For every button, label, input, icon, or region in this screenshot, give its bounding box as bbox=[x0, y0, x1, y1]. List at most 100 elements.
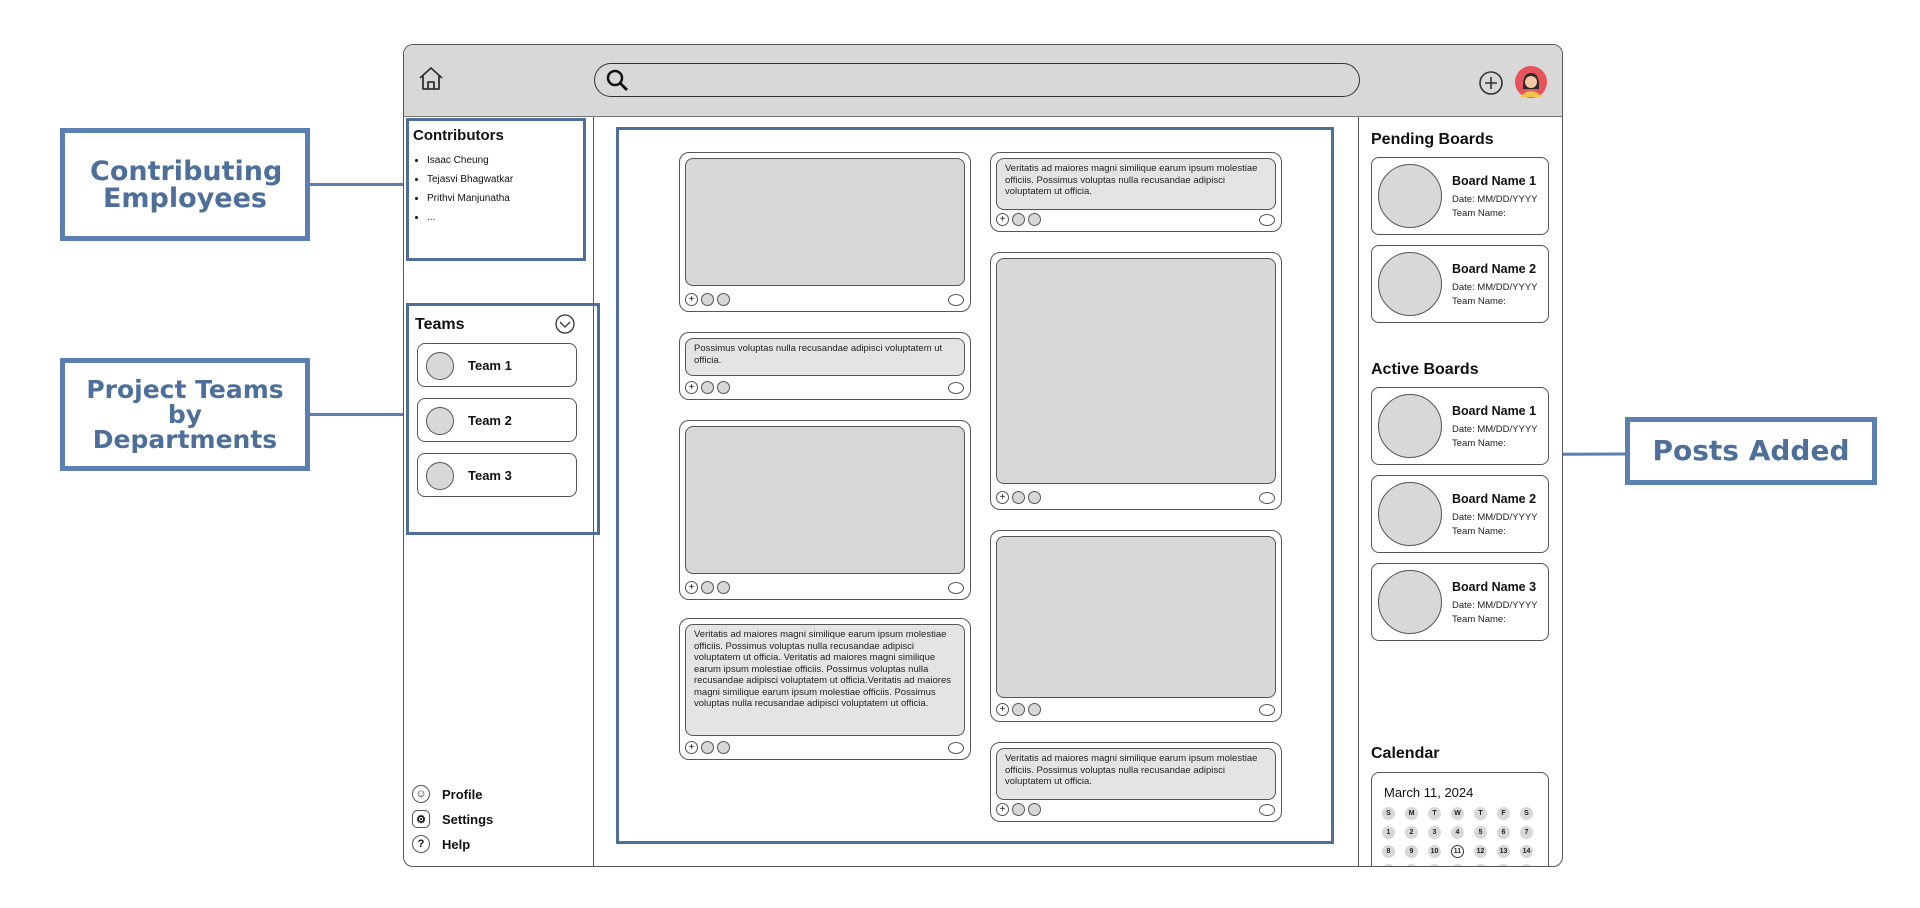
calendar-day[interactable]: 10 bbox=[1428, 845, 1441, 858]
add-icon[interactable]: + bbox=[996, 803, 1009, 816]
post-text: Veritatis ad maiores magni similique ear… bbox=[685, 624, 965, 736]
add-icon[interactable]: + bbox=[996, 703, 1009, 716]
board-name: Board Name 3 bbox=[1452, 580, 1537, 594]
contributor-item[interactable]: Tejasvi Bhagwatkar bbox=[427, 174, 513, 185]
calendar-weekday: S bbox=[1382, 807, 1395, 820]
calendar-day[interactable]: 15 bbox=[1382, 864, 1395, 866]
comment-icon[interactable] bbox=[1259, 804, 1275, 816]
reaction-icon[interactable] bbox=[1028, 803, 1041, 816]
reaction-icon[interactable] bbox=[1028, 491, 1041, 504]
help-icon: ? bbox=[412, 835, 430, 853]
app-window: Contributors Isaac Cheung Tejasvi Bhagwa… bbox=[403, 44, 1563, 867]
callout-posts-added: Posts Added bbox=[1625, 417, 1877, 485]
board-date: Date: MM/DD/YYYY bbox=[1452, 282, 1538, 293]
comment-icon[interactable] bbox=[1259, 214, 1275, 226]
add-icon[interactable]: + bbox=[685, 293, 698, 306]
board-card[interactable]: Board Name 3 Date: MM/DD/YYYY Team Name: bbox=[1371, 563, 1549, 641]
reaction-icon[interactable] bbox=[1012, 213, 1025, 226]
calendar-day[interactable]: 12 bbox=[1474, 845, 1487, 858]
calendar-day[interactable]: 5 bbox=[1474, 826, 1487, 839]
comment-icon[interactable] bbox=[948, 742, 964, 754]
contributor-item[interactable]: Prithvi Manjunatha bbox=[427, 193, 513, 204]
post-card[interactable]: Veritatis ad maiores magni similique ear… bbox=[679, 618, 971, 760]
gear-icon: ⚙ bbox=[412, 810, 430, 828]
nav-settings[interactable]: ⚙ Settings bbox=[412, 810, 493, 828]
calendar-day[interactable]: 14 bbox=[1520, 845, 1533, 858]
user-avatar[interactable] bbox=[1514, 65, 1548, 99]
calendar-day[interactable]: 1 bbox=[1382, 826, 1395, 839]
reaction-icon[interactable] bbox=[701, 381, 714, 394]
callout-contributing-label: Contributing Employees bbox=[90, 155, 283, 214]
post-card[interactable]: + bbox=[679, 152, 971, 312]
board-card[interactable]: Board Name 1 Date: MM/DD/YYYY Team Name: bbox=[1371, 157, 1549, 235]
comment-icon[interactable] bbox=[1259, 704, 1275, 716]
reaction-icon[interactable] bbox=[1028, 213, 1041, 226]
nav-help[interactable]: ? Help bbox=[412, 835, 470, 853]
team-item[interactable]: Team 2 bbox=[417, 398, 577, 442]
reaction-icon[interactable] bbox=[1012, 491, 1025, 504]
reaction-icon[interactable] bbox=[717, 741, 730, 754]
board-card[interactable]: Board Name 2 Date: MM/DD/YYYY Team Name: bbox=[1371, 245, 1549, 323]
calendar-day[interactable]: 4 bbox=[1451, 826, 1464, 839]
home-icon[interactable] bbox=[416, 63, 446, 93]
chevron-down-icon[interactable] bbox=[555, 314, 575, 334]
team-avatar bbox=[426, 352, 454, 380]
add-icon[interactable]: + bbox=[685, 741, 698, 754]
reaction-icon[interactable] bbox=[1028, 703, 1041, 716]
calendar-day[interactable]: 8 bbox=[1382, 845, 1395, 858]
add-icon[interactable]: + bbox=[685, 381, 698, 394]
reaction-icon[interactable] bbox=[701, 741, 714, 754]
post-card[interactable]: Veritatis ad maiores magni similique ear… bbox=[990, 742, 1282, 822]
reaction-icon[interactable] bbox=[717, 581, 730, 594]
reaction-icon[interactable] bbox=[1012, 703, 1025, 716]
board-name: Board Name 1 bbox=[1452, 174, 1537, 188]
calendar-day[interactable]: 7 bbox=[1520, 826, 1533, 839]
posts-area: + Possimus voluptas nulla recusandae adi… bbox=[616, 127, 1334, 844]
board-card[interactable]: Board Name 2 Date: MM/DD/YYYY Team Name: bbox=[1371, 475, 1549, 553]
post-card[interactable]: Veritatis ad maiores magni similique ear… bbox=[990, 152, 1282, 232]
reaction-icon[interactable] bbox=[701, 581, 714, 594]
calendar-day[interactable]: 3 bbox=[1428, 826, 1441, 839]
search-bar[interactable] bbox=[594, 63, 1360, 97]
post-card[interactable]: + bbox=[990, 530, 1282, 722]
calendar-day[interactable]: 19 bbox=[1474, 864, 1487, 866]
calendar-day[interactable]: 9 bbox=[1405, 845, 1418, 858]
add-icon[interactable]: + bbox=[685, 581, 698, 594]
team-item[interactable]: Team 1 bbox=[417, 343, 577, 387]
reaction-icon[interactable] bbox=[717, 293, 730, 306]
calendar-day[interactable]: 2 bbox=[1405, 826, 1418, 839]
post-card[interactable]: + bbox=[679, 420, 971, 600]
add-icon[interactable]: + bbox=[996, 491, 1009, 504]
reaction-icon[interactable] bbox=[701, 293, 714, 306]
comment-icon[interactable] bbox=[1259, 492, 1275, 504]
comment-icon[interactable] bbox=[948, 294, 964, 306]
calendar-day[interactable]: 21 bbox=[1520, 864, 1533, 866]
nav-profile[interactable]: ☺ Profile bbox=[412, 785, 482, 803]
calendar-day[interactable]: 13 bbox=[1497, 845, 1510, 858]
team-item[interactable]: Team 3 bbox=[417, 453, 577, 497]
add-icon[interactable]: + bbox=[996, 213, 1009, 226]
calendar-day[interactable]: 17 bbox=[1428, 864, 1441, 866]
contributor-item[interactable]: Isaac Cheung bbox=[427, 155, 513, 166]
callout-contributing-employees: Contributing Employees bbox=[60, 128, 310, 241]
top-bar bbox=[404, 45, 1562, 117]
post-card[interactable]: + bbox=[990, 252, 1282, 510]
calendar-day[interactable]: 16 bbox=[1405, 864, 1418, 866]
calendar-day[interactable]: 18 bbox=[1451, 864, 1464, 866]
plus-circle-icon[interactable] bbox=[1478, 70, 1504, 96]
calendar-day[interactable]: 6 bbox=[1497, 826, 1510, 839]
board-avatar bbox=[1378, 394, 1442, 458]
calendar-day[interactable]: 11 bbox=[1451, 845, 1464, 858]
reaction-icon[interactable] bbox=[717, 381, 730, 394]
board-card[interactable]: Board Name 1 Date: MM/DD/YYYY Team Name: bbox=[1371, 387, 1549, 465]
comment-icon[interactable] bbox=[948, 582, 964, 594]
comment-icon[interactable] bbox=[948, 382, 964, 394]
reaction-icon[interactable] bbox=[1012, 803, 1025, 816]
post-image bbox=[996, 258, 1276, 484]
board-avatar bbox=[1378, 252, 1442, 316]
post-card[interactable]: Possimus voluptas nulla recusandae adipi… bbox=[679, 332, 971, 400]
calendar-day[interactable]: 20 bbox=[1497, 864, 1510, 866]
board-avatar bbox=[1378, 570, 1442, 634]
nav-help-label: Help bbox=[442, 836, 471, 852]
